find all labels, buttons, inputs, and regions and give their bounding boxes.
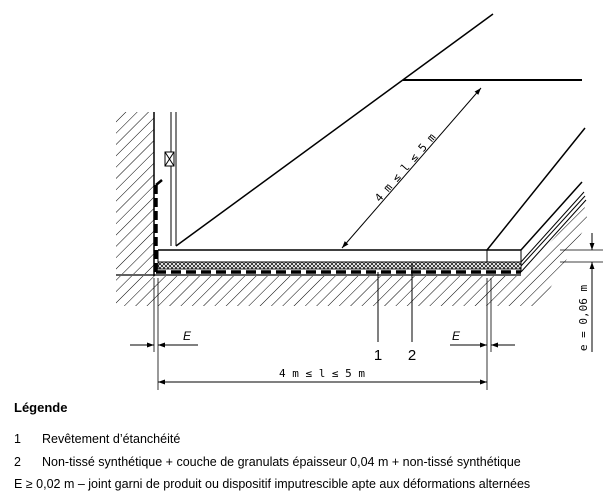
diagonal-dimension-label: 4 m ≤ l ≤ 5 m bbox=[372, 131, 439, 205]
diagonal-dimension: 4 m ≤ l ≤ 5 m bbox=[341, 87, 482, 249]
next-slab-top bbox=[520, 181, 583, 251]
legend-title: Légende bbox=[14, 400, 68, 415]
wall bbox=[116, 112, 177, 276]
legend-item-2-text: Non-tissé synthétique + couche de granul… bbox=[42, 454, 521, 469]
slab-section bbox=[116, 204, 588, 306]
legend-item-1-text: Revêtement d’étanchéité bbox=[42, 431, 181, 446]
next-slab-edge-3 bbox=[520, 199, 587, 273]
diagonal-dimension-line bbox=[341, 87, 482, 249]
thickness-dimension: e = 0,06 m bbox=[560, 233, 603, 352]
wall-fixing-x2 bbox=[164, 151, 175, 167]
legend: Légende 1 Revêtement d’étanchéité 2 Non-… bbox=[14, 400, 604, 495]
legend-note: E ≥ 0,02 m – joint garni de produit ou d… bbox=[14, 477, 531, 491]
joint-right-label: E bbox=[452, 329, 461, 343]
slab-left-edge bbox=[175, 13, 494, 247]
callout-2-label: 2 bbox=[408, 347, 416, 364]
legend-item-1: 1 Revêtement d’étanchéité bbox=[14, 427, 604, 450]
thickness-label: e = 0,06 m bbox=[577, 285, 590, 352]
support-hatching bbox=[116, 276, 521, 306]
callouts: 1 2 bbox=[374, 264, 416, 364]
technical-drawing: 4 m ≤ l ≤ 5 m e = 0,06 m E E 4 m ≤ l ≤ 5… bbox=[116, 13, 603, 390]
joint-left-label: E bbox=[183, 329, 192, 343]
bottom-dimension: 4 m ≤ l ≤ 5 m bbox=[158, 367, 487, 385]
legend-item-2-key: 2 bbox=[14, 454, 21, 469]
granular-layer bbox=[157, 261, 522, 270]
callout-1-label: 1 bbox=[374, 347, 382, 364]
slab-right-edge bbox=[486, 127, 586, 251]
waterproofing-upturn-top bbox=[155, 179, 163, 186]
joint-dimensions: E E bbox=[130, 278, 515, 390]
wall-hatching bbox=[116, 112, 154, 274]
bottom-dimension-label: 4 m ≤ l ≤ 5 m bbox=[279, 367, 365, 380]
next-slab-edge-1 bbox=[520, 191, 585, 263]
next-slab-edge-2 bbox=[520, 195, 586, 267]
legend-item-2: 2 Non-tissé synthétique + couche de gran… bbox=[14, 450, 604, 473]
slab-perspective bbox=[175, 13, 587, 273]
legend-item-1-key: 1 bbox=[14, 431, 21, 446]
support-slope-hatching bbox=[521, 204, 588, 306]
